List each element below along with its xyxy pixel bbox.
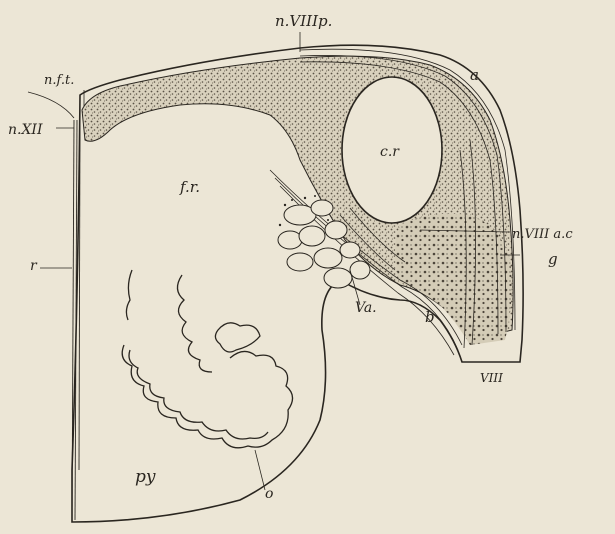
label-n-viii-a: n.VIII a.c [512, 227, 573, 242]
label-b: b [425, 308, 435, 326]
inferior-olive [122, 270, 292, 448]
label-f-r: f.r. [179, 178, 200, 196]
label-va: Va. [355, 300, 377, 316]
coarse-region [395, 214, 512, 345]
label-n-viii-p: n.VIIIp. [275, 12, 332, 30]
label-o: o [265, 486, 273, 502]
label-py: py [135, 467, 156, 487]
label-n-f-t: n.f.t. [44, 73, 74, 88]
label-g: g [548, 250, 558, 268]
label-n-xii: n.XII [8, 122, 43, 138]
label-c-r: c.r [380, 144, 400, 160]
label-a: a [470, 66, 479, 84]
label-r: r [30, 258, 38, 274]
raphe-midline [28, 92, 80, 520]
label-viii: VIII [480, 371, 503, 385]
